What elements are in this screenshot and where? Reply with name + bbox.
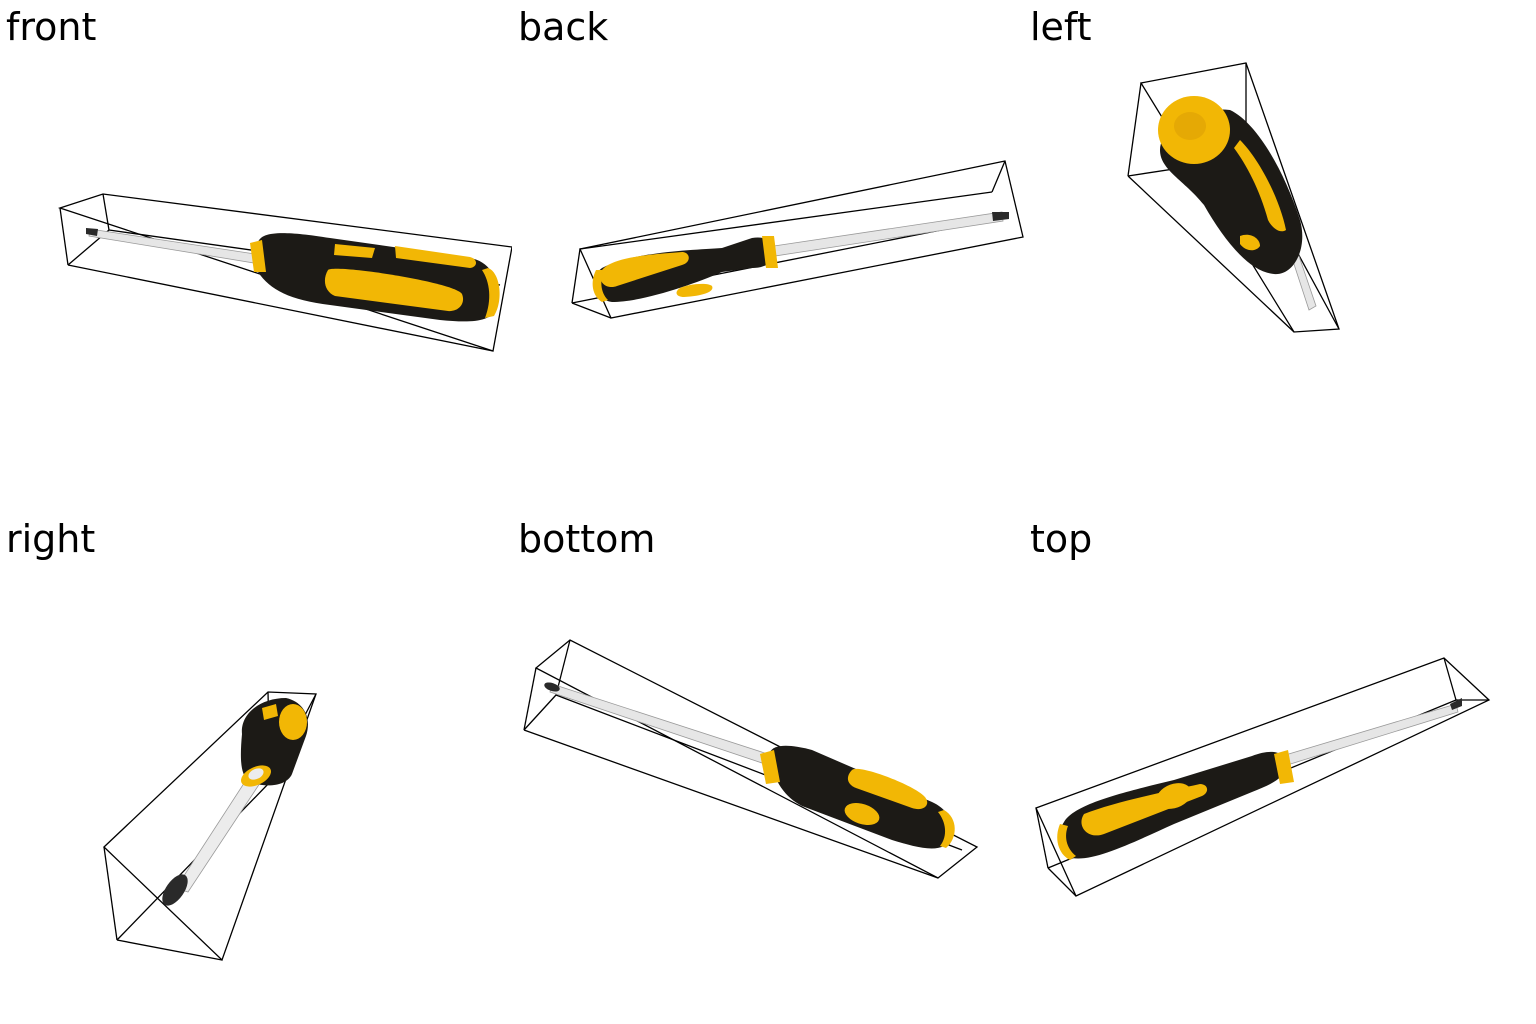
screwdriver-right: [162, 698, 308, 906]
screwdriver-render-back: [571, 160, 1024, 319]
panel-right: right: [0, 512, 512, 1024]
panel-bottom: bottom: [512, 512, 1024, 1024]
panel-back: back: [512, 0, 1024, 512]
screwdriver-back: [592, 211, 1009, 302]
view-label-right: right: [6, 517, 96, 561]
view-label-left: left: [1030, 5, 1092, 49]
view-label-top: top: [1030, 517, 1093, 561]
screwdriver-render-front: [57, 193, 512, 352]
screwdriver-bottom: [544, 682, 955, 849]
screwdriver-render-bottom: [523, 639, 979, 879]
view-label-back: back: [518, 5, 609, 49]
view-label-bottom: bottom: [518, 517, 656, 561]
screwdriver-render-right: [103, 691, 317, 962]
screwdriver-front: [86, 228, 500, 322]
screwdriver-top: [1057, 698, 1462, 860]
screwdriver-render-left: [1127, 62, 1340, 333]
screwdriver-left: [1158, 96, 1317, 311]
panel-top: top: [1024, 512, 1536, 1024]
panel-front: front: [0, 0, 512, 512]
screwdriver-render-top: [1035, 657, 1491, 897]
panel-left: left: [1024, 0, 1536, 512]
view-label-front: front: [6, 5, 97, 49]
